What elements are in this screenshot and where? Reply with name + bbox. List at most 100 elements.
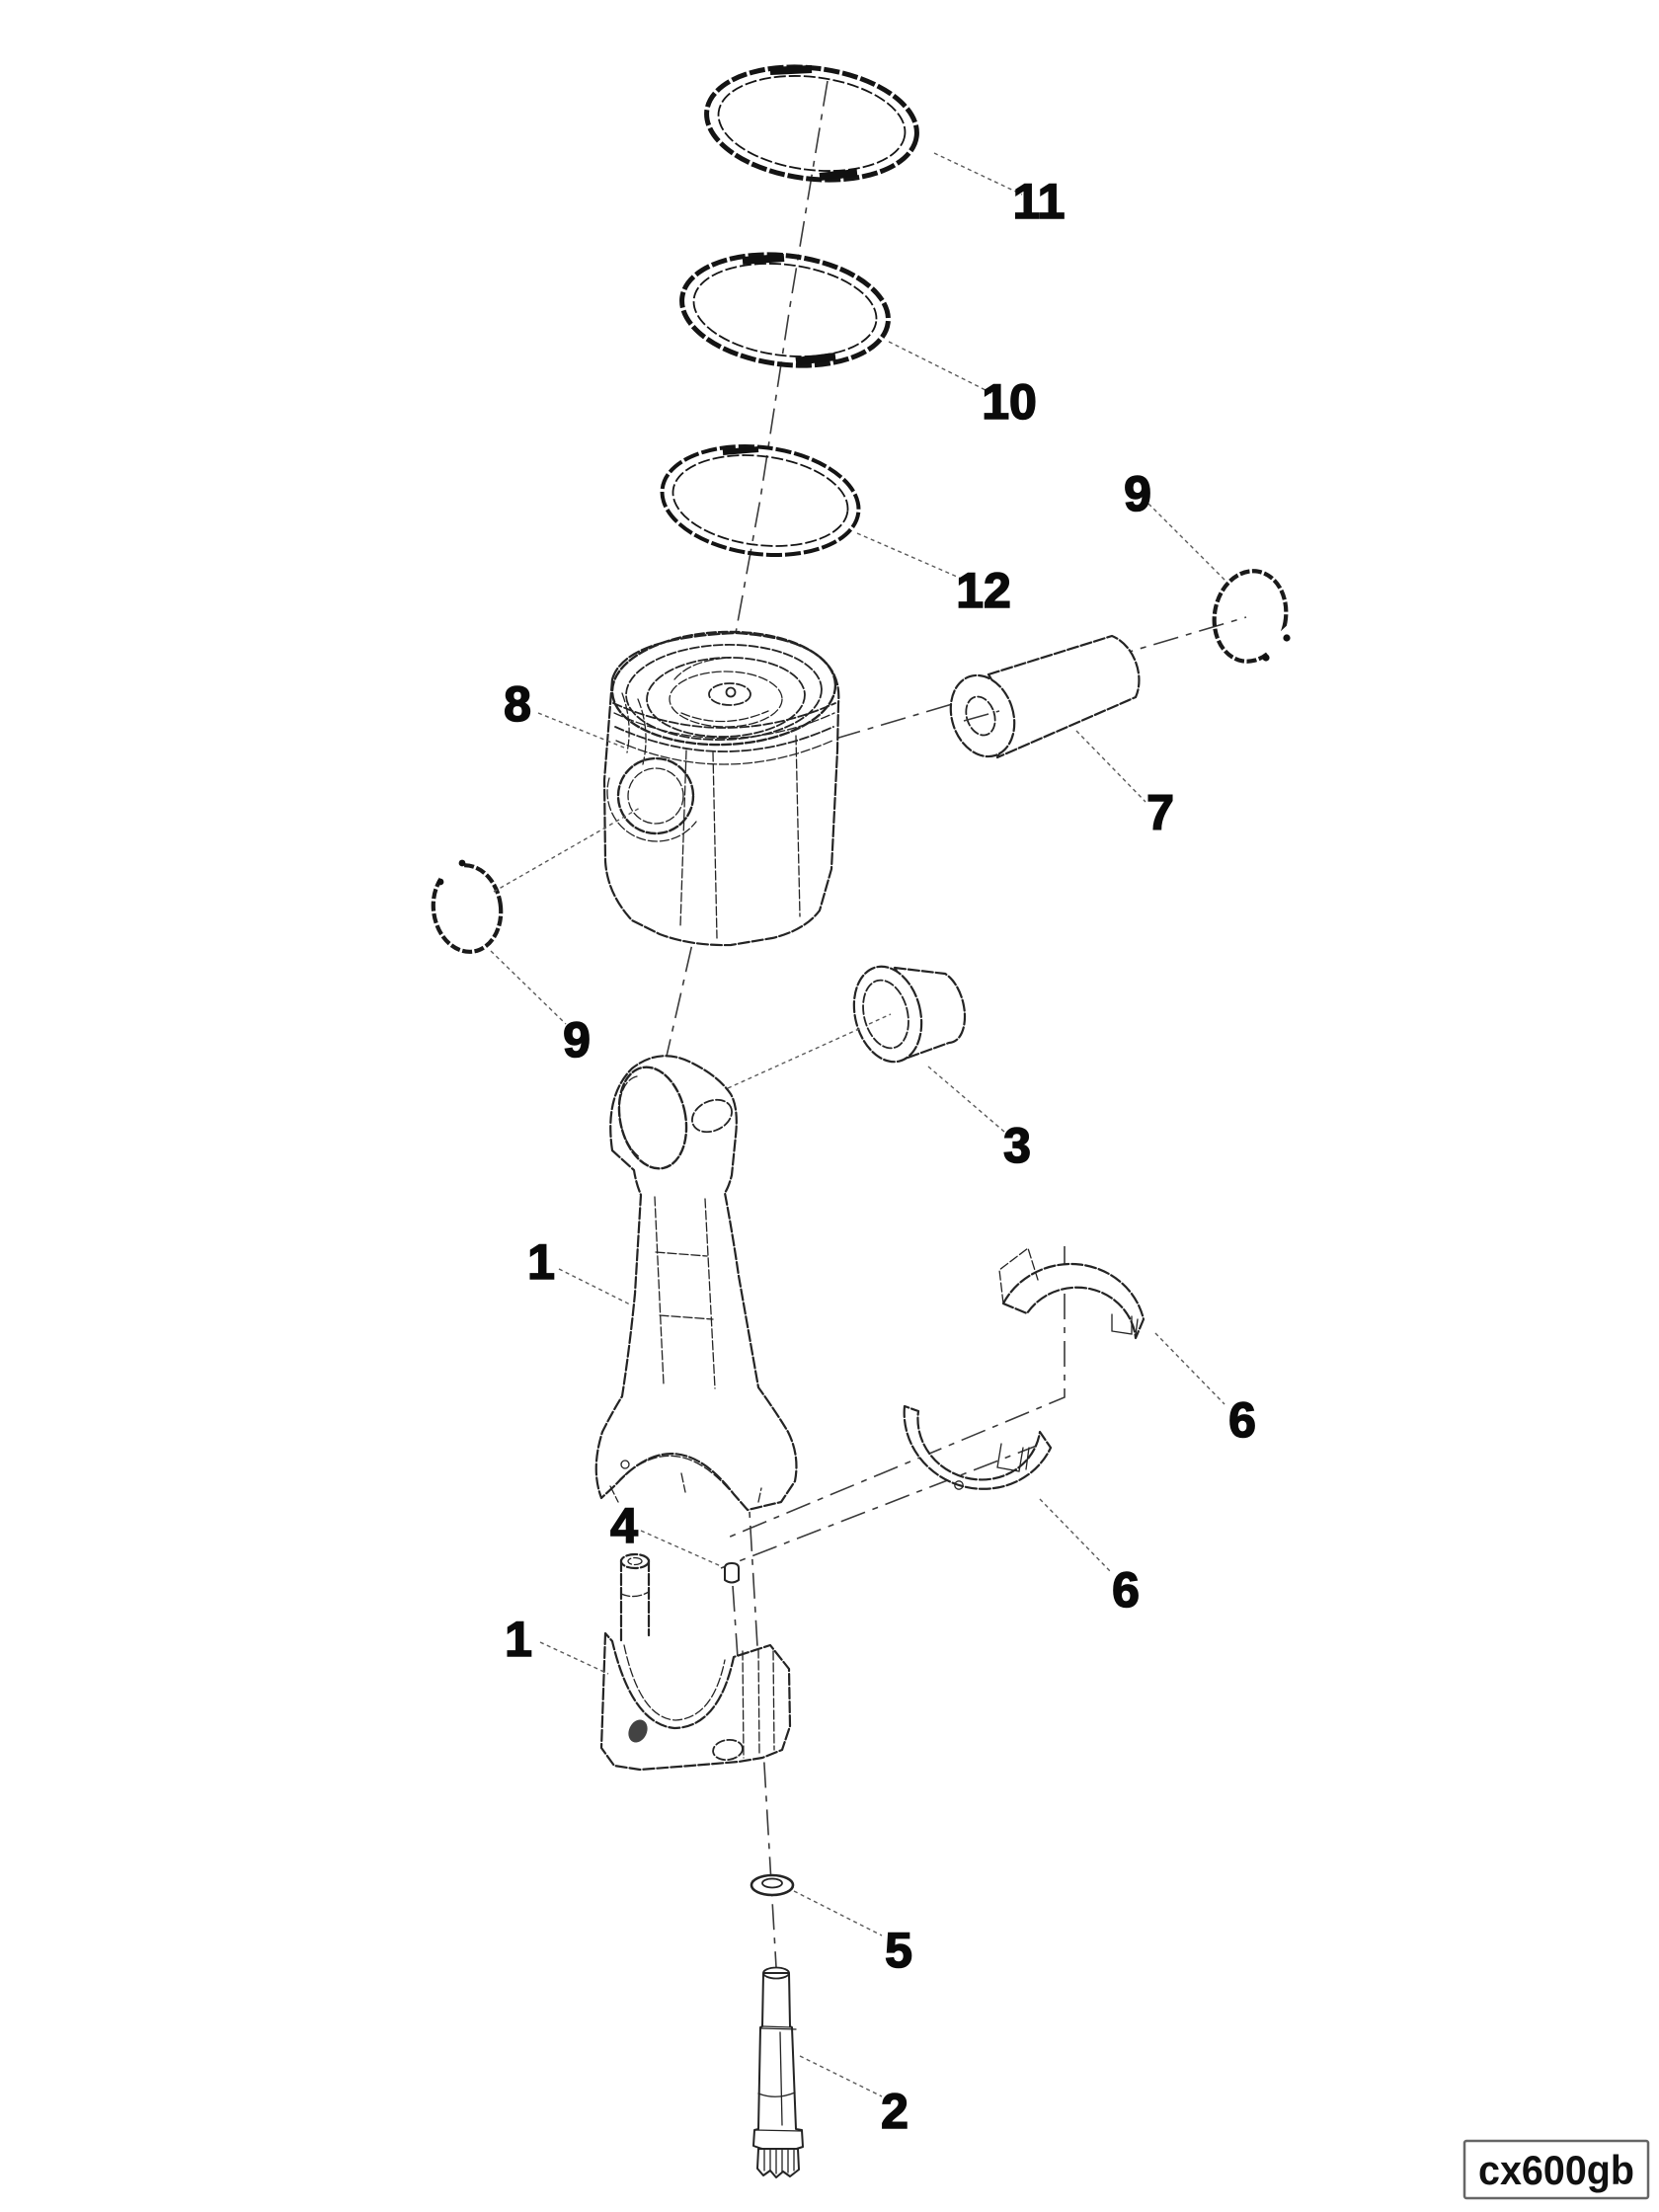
pin-bore-inner <box>627 767 684 825</box>
compression-ring-second <box>679 252 891 368</box>
pin-boss-bore <box>616 756 695 835</box>
callout-11: 11 <box>1013 174 1066 229</box>
circlip-left <box>431 807 641 954</box>
ring-gap-top <box>722 446 759 455</box>
leader-9-right <box>1147 503 1228 584</box>
callout-3: 3 <box>1003 1118 1031 1173</box>
cap-post-band <box>620 1591 650 1598</box>
rod-body <box>594 1055 798 1512</box>
leader-10 <box>888 341 996 396</box>
drawing-code: cx600gb <box>1462 2139 1650 2200</box>
pin-boss-contour <box>606 777 697 842</box>
ring-gap-bottom <box>795 353 836 365</box>
leader-2 <box>799 2055 883 2097</box>
leader-9-left <box>490 950 567 1025</box>
ring-groove-1 <box>612 702 836 729</box>
crown-hub <box>708 682 751 706</box>
fork-arch-inner <box>619 1455 730 1490</box>
cap-bearing-seat <box>623 1644 726 1721</box>
callout-9-right: 9 <box>1124 466 1151 521</box>
cap-body <box>599 1631 792 1772</box>
rod-cap <box>599 1552 792 1772</box>
shell-lower-centerline <box>720 1443 1043 1569</box>
ring-gap-top <box>742 254 785 265</box>
dowel-body <box>724 1562 740 1584</box>
oil-ring <box>660 444 861 557</box>
ring-land-cutaway <box>621 692 647 765</box>
piston-top-rim <box>610 630 837 747</box>
callout-4: 4 <box>610 1498 638 1553</box>
ring-groove-3 <box>614 726 834 752</box>
piston-body <box>602 631 840 947</box>
callout-1-top: 1 <box>527 1234 555 1290</box>
shell-end-facet <box>998 1246 1039 1304</box>
fork-oil-hole <box>620 1460 630 1469</box>
cap-post-sides <box>619 1558 651 1643</box>
ring-inner-edge <box>692 263 878 357</box>
washer-bore <box>761 1877 783 1889</box>
leader-6-upper <box>1154 1332 1225 1405</box>
leader-8 <box>537 712 625 749</box>
ring-outer-edge <box>660 444 861 557</box>
circlip-ring <box>1212 569 1289 664</box>
callout-5: 5 <box>885 1923 912 1978</box>
piston-axis-centerline <box>726 80 829 682</box>
circlip-right <box>1212 569 1299 664</box>
small-end-bushing <box>727 965 967 1089</box>
cap-bolt-hole-right <box>712 1738 744 1762</box>
shell-oil-hole <box>954 1480 964 1490</box>
callout-labels: 11 10 12 9 7 8 9 3 1 6 6 4 1 5 2 <box>503 173 1256 2140</box>
ring-groove-4 <box>615 740 833 765</box>
shell-locating-tab <box>996 1443 1030 1472</box>
callout-6-lower: 6 <box>1112 1562 1140 1618</box>
cap-bolt-hole-left <box>628 1719 648 1743</box>
leader-12 <box>856 532 972 584</box>
leader-1-bottom <box>539 1641 609 1675</box>
bolt-top-face <box>762 1966 790 1980</box>
circlip-gap <box>1263 623 1299 657</box>
ring-inner-edge <box>672 454 849 547</box>
bolt-shank <box>752 1972 804 2153</box>
ring-inner-edge <box>717 75 907 172</box>
bushing-alignment-line <box>727 1013 892 1089</box>
circlip-to-bore-line <box>493 807 641 893</box>
leader-1-top <box>558 1268 631 1305</box>
skirt-contour-lines <box>679 750 718 939</box>
washer-outer <box>750 1873 795 1897</box>
circlip-end-dot <box>1262 654 1270 662</box>
ring-outer-edge <box>704 64 919 183</box>
callout-8: 8 <box>504 676 531 732</box>
drawing-code-box <box>1462 2139 1650 2200</box>
shell-upper-centerline <box>727 1246 1066 1539</box>
leader-5 <box>793 1890 883 1936</box>
bolt-head-serrations <box>763 2149 795 2174</box>
circlip-end-dot <box>436 878 444 886</box>
callout-leaders <box>490 152 1228 2097</box>
fork-lug-lines <box>609 1472 762 1503</box>
bushing-bore <box>862 979 909 1050</box>
circlip-end-dot <box>1283 634 1291 642</box>
callout-9-left: 9 <box>563 1012 591 1067</box>
piston <box>602 630 840 947</box>
pin-bore-centerline <box>963 710 1000 722</box>
shell-locating-tab <box>1111 1313 1139 1336</box>
leader-7 <box>1075 730 1146 803</box>
callout-10: 10 <box>982 374 1037 430</box>
crown-swirl-arc-2 <box>673 657 732 680</box>
ring-groove-2 <box>613 712 835 740</box>
callout-2: 2 <box>881 2084 908 2139</box>
ring-outer-edge <box>679 252 891 368</box>
leader-3 <box>927 1066 1005 1133</box>
shell-crescent <box>1001 1262 1146 1340</box>
callout-6-upper: 6 <box>1228 1392 1256 1448</box>
crown-center-dot <box>725 686 737 698</box>
cap-post-top <box>619 1552 651 1570</box>
piston-crown-rim <box>625 644 823 741</box>
leader-6-lower <box>1039 1498 1112 1573</box>
washer <box>750 1873 795 1897</box>
callout-7: 7 <box>1146 785 1174 840</box>
bolt-detail-lines <box>753 2025 803 2132</box>
crown-swirl-arc <box>680 710 769 723</box>
crown-bowl-inner <box>669 671 783 728</box>
